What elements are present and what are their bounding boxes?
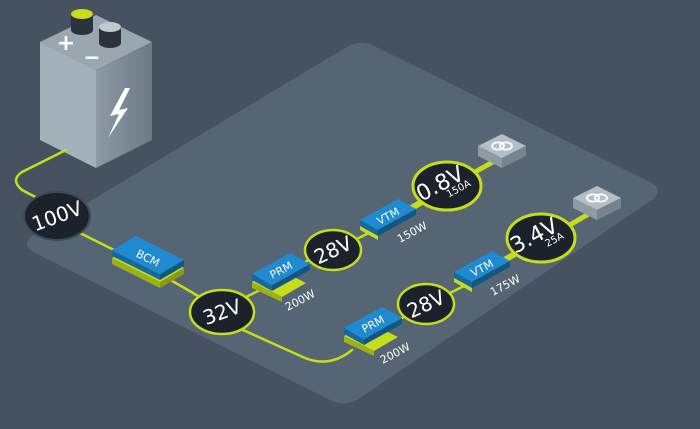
wire-battery-to-input xyxy=(14,148,68,204)
node-input-voltage: 100V xyxy=(23,191,91,241)
platform-base xyxy=(26,42,659,404)
battery-minus-symbol: − xyxy=(84,45,101,69)
linked-rings-icon xyxy=(586,193,608,203)
node-lower-output: 3.4V 25A xyxy=(505,212,577,264)
module-lower-prm: PRM 200W xyxy=(344,307,412,367)
battery: + − xyxy=(40,9,152,168)
lightning-bolt-icon xyxy=(108,88,130,138)
upper-load xyxy=(478,134,526,168)
positive-terminal xyxy=(71,9,93,35)
battery-plus-symbol: + xyxy=(57,31,75,56)
linked-rings-icon xyxy=(491,141,513,151)
node-bus-voltage: 32V xyxy=(188,288,256,336)
node-upper-output: 0.8V 150A xyxy=(411,160,483,212)
node-upper-intermediate-voltage: 28V xyxy=(303,228,363,272)
negative-terminal xyxy=(99,22,121,48)
module-bcm: BCM xyxy=(112,236,184,288)
lower-load xyxy=(573,186,621,220)
battery-top xyxy=(40,15,152,70)
battery-left-face xyxy=(40,42,96,168)
wire-bus-to-lower-prm xyxy=(230,323,354,363)
battery-right-face xyxy=(96,42,152,168)
node-lower-intermediate-voltage: 28V xyxy=(396,282,456,326)
module-upper-prm: PRM 200W xyxy=(252,253,317,314)
